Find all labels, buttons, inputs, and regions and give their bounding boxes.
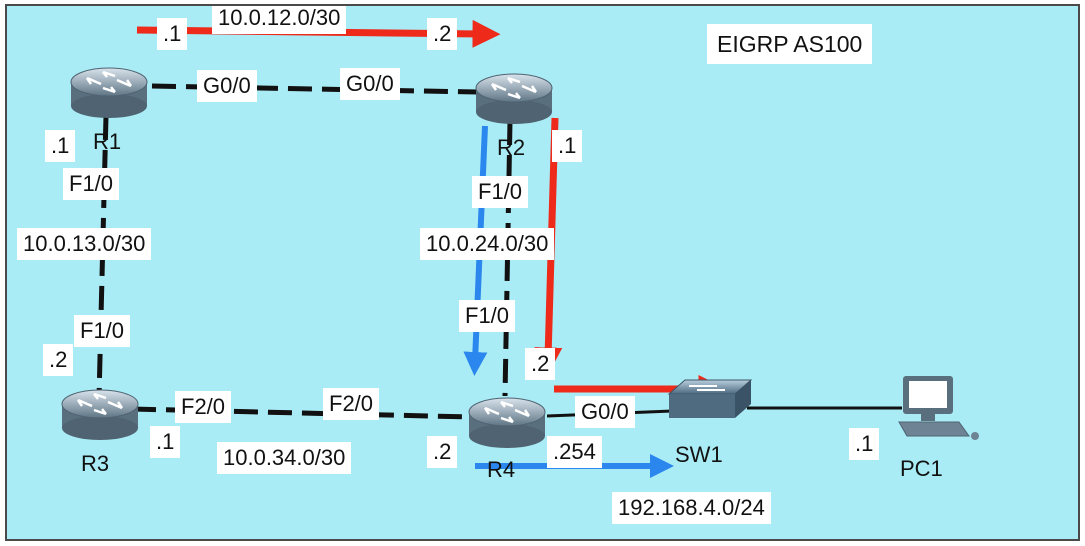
device-name-r1: R1 — [93, 129, 122, 154]
interface-label-r4-f10: F1/0 — [459, 300, 516, 332]
host-address-r3-on-13: .2 — [43, 344, 74, 376]
router-r1-icon[interactable] — [70, 67, 148, 118]
host-address-r4-on-34: .2 — [427, 436, 458, 468]
host-address-r1-on-13: .1 — [45, 130, 76, 162]
interface-label-r3-f20: F2/0 — [175, 391, 232, 423]
device-name-r3: R3 — [81, 451, 110, 476]
interface-label-r4-f20: F2/0 — [323, 388, 380, 420]
device-name-sw1: SW1 — [675, 442, 723, 467]
interface-label-r2-g00: G0/0 — [340, 68, 400, 100]
host-address-r1-on-12: .1 — [157, 18, 188, 50]
network-label-r1-r2: 10.0.12.0/30 — [212, 6, 347, 34]
topology-title: EIGRP AS100 — [707, 24, 873, 64]
network-label-r3-r4: 10.0.34.0/30 — [217, 442, 352, 474]
interface-label-r1-f10: F1/0 — [63, 168, 120, 200]
network-topology-canvas: EIGRP AS100 10.0.12.0/30 10.0.13.0/30 10… — [5, 4, 1080, 541]
interface-label-r4-g00: G0/0 — [575, 396, 635, 428]
host-address-r2-on-24: .1 — [552, 130, 583, 162]
device-name-r4: R4 — [487, 457, 516, 482]
router-r3-icon[interactable] — [61, 389, 139, 440]
host-address-r4-on-lan: .254 — [547, 436, 602, 468]
router-r2-icon[interactable] — [475, 73, 553, 124]
network-label-r2-r4: 10.0.24.0/30 — [420, 228, 555, 260]
device-name-r2: R2 — [497, 135, 526, 160]
pc1-icon[interactable] — [898, 376, 979, 440]
host-address-r3-on-34: .1 — [150, 426, 181, 458]
device-name-pc1: PC1 — [900, 456, 943, 481]
host-address-pc1-on-lan: .1 — [849, 428, 880, 460]
network-label-lan: 192.168.4.0/24 — [612, 492, 771, 524]
router-r4-icon[interactable] — [468, 397, 546, 448]
interface-label-r2-f10: F1/0 — [472, 176, 529, 208]
interface-label-r1-g00: G0/0 — [197, 70, 257, 102]
network-label-r1-r3: 10.0.13.0/30 — [17, 228, 152, 260]
host-address-r2-on-12: .2 — [427, 18, 458, 50]
switch-sw1-icon[interactable] — [667, 379, 753, 418]
interface-label-r3-f10: F1/0 — [74, 315, 131, 347]
host-address-r4-on-24: .2 — [525, 348, 556, 380]
